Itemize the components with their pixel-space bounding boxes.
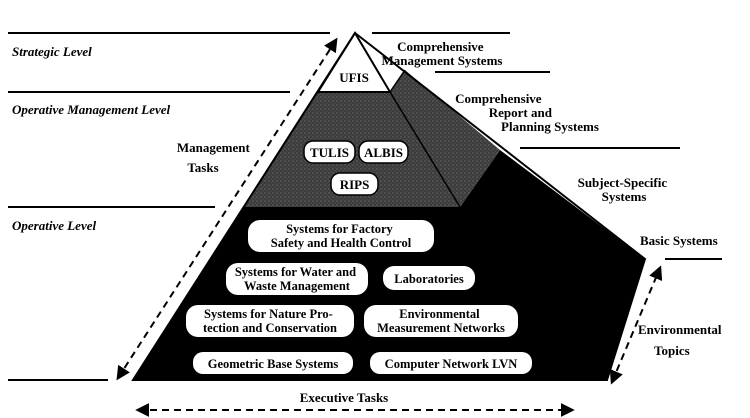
albis-label: ALBIS <box>364 145 403 160</box>
environmental-topics-label: Environmental Topics <box>638 322 725 358</box>
pyramid-inner-edge <box>389 91 461 208</box>
comprehensive-report-label: Comprehensive Report and Planning System… <box>455 91 599 134</box>
svg-text:Systems for Water and Wa: Systems for Water and Waste Management <box>235 265 359 293</box>
rips-label: RIPS <box>340 177 370 192</box>
operative-management-level-label: Operative Management Level <box>12 102 171 117</box>
svg-text:Geometric Base Systems: Geometric Base Systems <box>208 357 339 371</box>
rips-box: RIPS <box>330 172 379 196</box>
operative-level-label: Operative Level <box>12 218 96 233</box>
computer-network-box: Computer Network LVN <box>370 352 532 374</box>
laboratories-box: Laboratories <box>383 266 475 290</box>
nature-protection-box: Systems for Nature Pro- tection and Cons… <box>186 305 354 337</box>
factory-safety-box: Systems for Factory Safety and Health Co… <box>248 220 434 252</box>
water-waste-box: Systems for Water and Waste Management <box>226 263 368 295</box>
svg-text:Environmental Measuremen: Environmental Measurement Networks <box>377 307 505 335</box>
svg-text:Laboratories: Laboratories <box>394 272 464 286</box>
basic-systems-label: Basic Systems <box>640 233 718 248</box>
executive-tasks-label: Executive Tasks <box>300 390 389 405</box>
ufis-label: UFIS <box>339 70 369 85</box>
strategic-level-label: Strategic Level <box>12 44 92 59</box>
tulis-box: TULIS <box>303 140 356 164</box>
comprehensive-management-label: Comprehensive Management Systems <box>382 39 503 68</box>
svg-text:Computer Network LVN: Computer Network LVN <box>385 357 518 371</box>
subject-specific-label: Subject-Specific Systems <box>578 175 671 204</box>
svg-text:Systems for Nature Pro-: Systems for Nature Pro- tection and Cons… <box>203 307 337 335</box>
albis-box: ALBIS <box>358 140 409 164</box>
geometric-base-box: Geometric Base Systems <box>193 352 353 374</box>
environmental-topics-arrow <box>609 265 663 385</box>
measurement-networks-box: Environmental Measurement Networks <box>364 305 518 337</box>
management-tasks-label: Management Tasks <box>177 140 253 175</box>
svg-text:Systems for Factory Safe: Systems for Factory Safety and Health Co… <box>271 222 412 250</box>
pyramid-right-middle <box>390 70 500 207</box>
tulis-label: TULIS <box>310 145 349 160</box>
pyramid-inner-edge-2 <box>389 69 406 93</box>
